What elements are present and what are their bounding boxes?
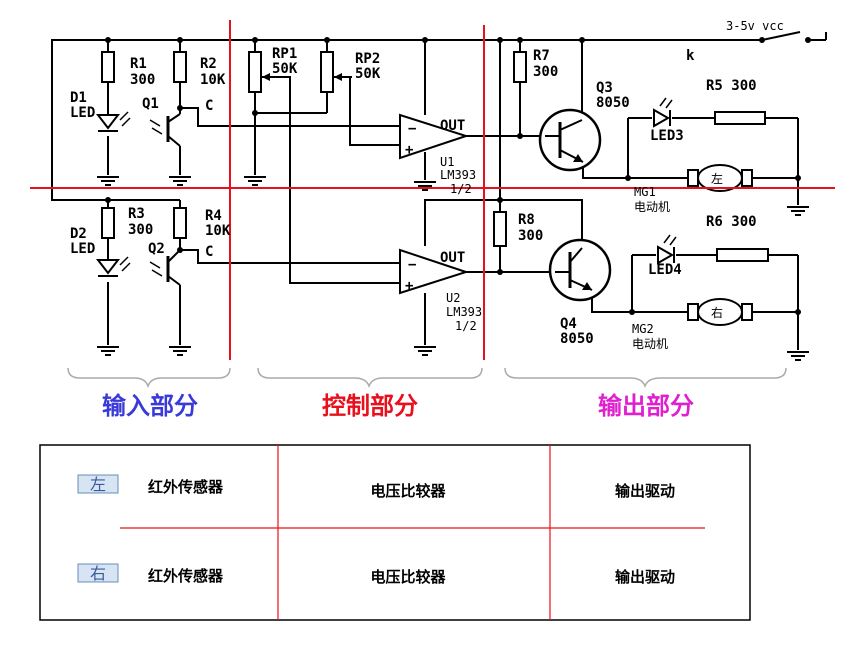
transistor-q3-symbol — [538, 108, 602, 172]
resistors — [101, 51, 769, 262]
label-u1-part: LM393 — [440, 168, 476, 182]
led-d2-symbol — [95, 256, 131, 277]
label-mg1-name: MG1 — [634, 185, 656, 199]
wires — [51, 31, 827, 350]
table-row-tag: 右 — [90, 564, 106, 583]
label-q1-collector: C — [205, 98, 213, 114]
label-u2-part: LM393 — [446, 305, 482, 319]
transistor-q4-symbol — [548, 238, 612, 302]
label-u2-fraction: 1/2 — [455, 319, 477, 333]
phototransistor-q1-symbol — [149, 113, 181, 147]
comparator-u2-symbol — [399, 248, 470, 295]
label-led4: LED4 — [648, 262, 682, 278]
junction-dots — [105, 37, 811, 315]
phototransistor-q2-symbol — [149, 249, 181, 286]
label-d1-type: LED — [70, 105, 95, 121]
section-braces — [67, 367, 787, 389]
label-rp1-value: 50K — [272, 61, 298, 77]
label-led3: LED3 — [650, 128, 684, 144]
label-q2-collector: C — [205, 244, 213, 260]
section-dividers — [30, 20, 835, 360]
table-cell-sensor: 红外传感器 — [148, 478, 224, 496]
section-title-input: 输入部分 — [102, 392, 198, 420]
label-r8-value: 300 — [518, 228, 543, 244]
table-row: 左 红外传感器 电压比较器 输出驱动 — [77, 474, 675, 500]
label-q2-name: Q2 — [148, 241, 165, 257]
table-cell-comparator: 电压比较器 — [370, 568, 446, 586]
label-u1-out: OUT — [440, 118, 465, 134]
label-r8-name: R8 — [518, 212, 535, 228]
table-cell-comparator: 电压比较器 — [370, 482, 446, 500]
label-u1-fraction: 1/2 — [450, 182, 472, 196]
label-mg2-name: MG2 — [632, 322, 654, 336]
label-mg1-char: 左 — [711, 171, 723, 186]
label-r2-name: R2 — [200, 56, 217, 72]
led4-symbol — [657, 234, 677, 265]
led3-symbol — [653, 97, 673, 128]
label-r4-value: 10K — [205, 223, 231, 239]
label-supply: 3-5v vcc — [726, 19, 784, 33]
comparator-u1-symbol — [399, 113, 470, 160]
led-d1-symbol — [95, 111, 131, 132]
label-q3-name: Q3 — [596, 80, 613, 96]
motor-mg2-symbol — [687, 298, 753, 326]
label-r6: R6 300 — [706, 214, 757, 230]
label-r7-value: 300 — [533, 64, 558, 80]
label-u1-minus: − — [408, 121, 416, 137]
label-u1-plus: + — [405, 142, 413, 158]
label-q3-part: 8050 — [596, 95, 630, 111]
potentiometer-wipers — [262, 73, 352, 81]
label-r2-value: 10K — [200, 72, 226, 88]
label-u2-name: U2 — [446, 291, 460, 305]
section-title-output: 输出部分 — [598, 392, 694, 420]
label-q4-name: Q4 — [560, 316, 577, 332]
label-r3-name: R3 — [128, 206, 145, 222]
section-titles: 输入部分 控制部分 输出部分 — [102, 392, 694, 420]
label-d2-name: D2 — [70, 226, 87, 242]
label-d1-name: D1 — [70, 90, 87, 106]
label-mg1-desc: 电动机 — [634, 200, 670, 214]
label-r1-value: 300 — [130, 72, 155, 88]
section-title-control: 控制部分 — [322, 392, 418, 420]
label-switch: k — [686, 48, 695, 64]
label-u2-out: OUT — [440, 250, 465, 266]
component-labels: D1 LED R1 300 R2 10K Q1 C RP1 50K RP2 50… — [70, 19, 784, 351]
table-cell-driver: 输出驱动 — [615, 568, 675, 586]
label-u1-name: U1 — [440, 155, 454, 169]
label-u2-plus: + — [405, 278, 413, 294]
label-mg2-char: 右 — [711, 305, 723, 320]
table-cell-sensor: 红外传感器 — [148, 567, 224, 585]
label-r5: R5 300 — [706, 78, 757, 94]
table-cell-driver: 输出驱动 — [615, 482, 675, 500]
label-q1-name: Q1 — [142, 96, 159, 112]
label-r3-value: 300 — [128, 222, 153, 238]
label-r4-name: R4 — [205, 208, 222, 224]
label-rp1-name: RP1 — [272, 46, 297, 62]
label-mg2-desc: 电动机 — [632, 337, 668, 351]
label-u2-minus: − — [408, 257, 416, 273]
table-row-tag: 左 — [90, 475, 106, 494]
summary-table: 左 红外传感器 电压比较器 输出驱动 右 红外传感器 电压比较器 输出驱动 — [39, 444, 751, 621]
motor-mg1-symbol — [687, 164, 753, 192]
label-rp2-name: RP2 — [355, 51, 380, 67]
label-r1-name: R1 — [130, 56, 147, 72]
label-r7-name: R7 — [533, 48, 550, 64]
table-row: 右 红外传感器 电压比较器 输出驱动 — [77, 563, 675, 586]
label-d2-type: LED — [70, 241, 95, 257]
label-rp2-value: 50K — [355, 66, 381, 82]
label-q4-part: 8050 — [560, 331, 594, 347]
